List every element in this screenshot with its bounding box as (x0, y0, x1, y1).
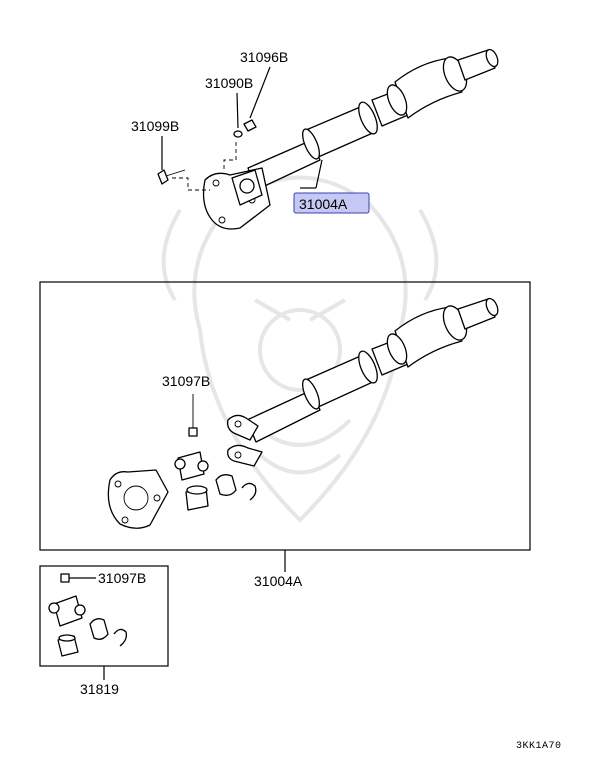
label-31097B-main[interactable]: 31097B (162, 373, 210, 389)
highlight-box (293, 192, 370, 214)
diagram-code: 3KK1A70 (516, 741, 562, 752)
boxed-u-joint-parts (107, 394, 257, 529)
label-31099B[interactable]: 31099B (131, 118, 179, 134)
kit-parts (48, 573, 128, 657)
label-31004A-box[interactable]: 31004A (254, 573, 303, 589)
label-31819[interactable]: 31819 (80, 681, 119, 697)
label-31004A-top[interactable]: 31004A (299, 196, 348, 212)
top-leader-lines (161, 66, 323, 189)
top-propeller-shaft-assembly (157, 48, 499, 230)
label-31096B[interactable]: 31096B (240, 49, 288, 65)
top-guide-lines (172, 142, 237, 191)
label-31004A-highlighted[interactable]: 31004A (293, 192, 370, 214)
label-31097B-kit[interactable]: 31097B (98, 570, 146, 586)
label-31090B[interactable]: 31090B (205, 75, 253, 91)
boxed-propeller-shaft (227, 297, 499, 467)
